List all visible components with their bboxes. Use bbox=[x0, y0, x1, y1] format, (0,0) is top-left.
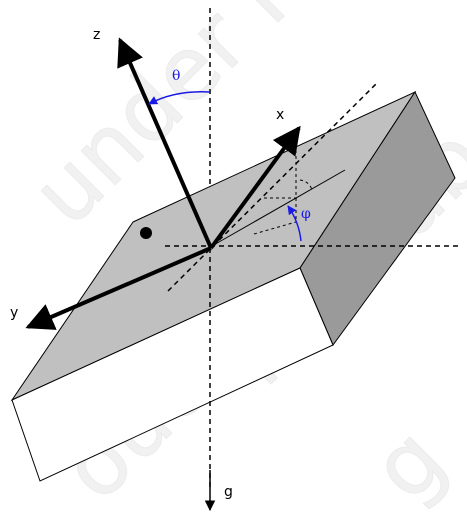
z-axis-label: z bbox=[93, 27, 100, 43]
construction-arc bbox=[299, 179, 313, 191]
x-axis-arrow bbox=[209, 125, 301, 250]
theta-angle-arc bbox=[148, 91, 211, 105]
construction-line-3 bbox=[253, 221, 297, 235]
z-axis-arrow bbox=[117, 37, 213, 249]
g-axis-label: g bbox=[224, 484, 233, 500]
tilt-reference-line bbox=[167, 81, 379, 292]
phi-angle-arc bbox=[287, 205, 302, 242]
projection-line bbox=[211, 169, 346, 247]
y-axis-label: y bbox=[10, 305, 18, 321]
block-marker-dot bbox=[140, 227, 152, 239]
block-front-face bbox=[11, 267, 334, 482]
watermark-text-4: g bbox=[352, 408, 464, 520]
y-axis-arrow bbox=[25, 246, 212, 330]
theta-angle-label: θ bbox=[172, 68, 180, 84]
x-axis-label: x bbox=[276, 107, 284, 123]
phi-angle-label: φ bbox=[301, 206, 311, 222]
